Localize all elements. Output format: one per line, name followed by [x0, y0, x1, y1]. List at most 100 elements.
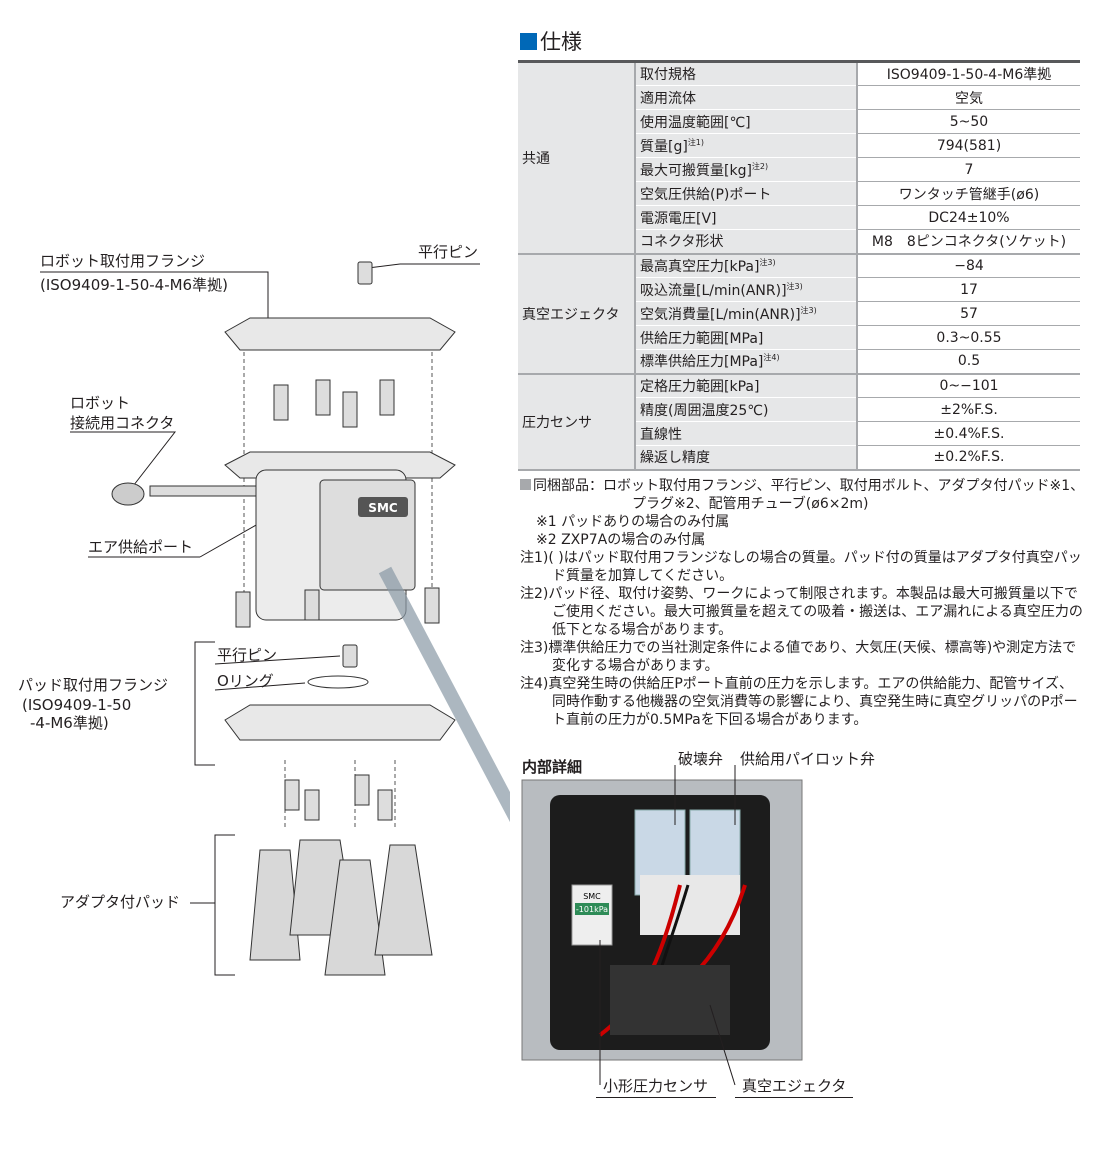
note-ref: 注3)	[786, 281, 803, 291]
note-ref: 注3)	[759, 257, 776, 267]
table-row: 質量[g]注1)794(581)	[518, 133, 1080, 158]
note-4: 注4)真空発生時の供給圧Pポート直前の圧力を示します。エアの供給能力、配管サイズ…	[520, 676, 1078, 728]
spec-label: 標準供給圧力[MPa]注4)	[634, 349, 857, 375]
label-vacuum-ejector: 真空エジェクタ	[742, 1077, 847, 1095]
label-connector: ロボット	[70, 394, 130, 412]
spec-value: ±2%F.S.	[856, 397, 1080, 422]
table-row: 適用流体空気	[518, 85, 1080, 110]
ref-note-2: ※2 ZXP7Aの場合のみ付属	[536, 532, 706, 548]
label-pad-flange: パッド取付用フランジ	[18, 676, 168, 694]
table-row: 電源電圧[V]DC24±10%	[518, 205, 1080, 230]
note-ref: 注1)	[687, 137, 705, 147]
spec-label: 定格圧力範囲[kPa]	[634, 373, 857, 398]
table-row: 直線性±0.4%F.S.	[518, 421, 1080, 446]
spec-value: 0~−101	[856, 373, 1080, 398]
table-row: 使用温度範囲[℃]5~50	[518, 109, 1080, 134]
label-pressure-sensor: 小形圧力センサ	[603, 1077, 709, 1095]
group-cell: 圧力センサ	[518, 373, 635, 471]
spec-value: ±0.2%F.S.	[856, 445, 1080, 471]
table-row: 吸込流量[L/min(ANR)]注3)17	[518, 277, 1080, 302]
gray-square-icon	[520, 479, 531, 490]
o-ring	[307, 675, 369, 689]
label-o-ring: Oリング	[217, 672, 274, 690]
table-row: 空気圧供給(P)ポートワンタッチ管継手(ø6)	[518, 181, 1080, 206]
note-ref: 注3)	[800, 305, 817, 315]
spec-label: 適用流体	[634, 85, 857, 110]
group-cell: 共通	[518, 61, 635, 255]
spec-label: 使用温度範囲[℃]	[634, 109, 857, 134]
title-square-icon	[520, 32, 537, 50]
svg-text:SMC: SMC	[583, 892, 601, 901]
robot-flange	[224, 317, 456, 351]
label-pad-flange-3: -4-M6準拠)	[30, 714, 109, 732]
spec-label: 吸込流量[L/min(ANR)]注3)	[634, 277, 857, 302]
spec-label: 空気消費量[L/min(ANR)]注3)	[634, 301, 857, 326]
label-connector-2: 接続用コネクタ	[70, 414, 174, 432]
notes: 同梱部品：ロボット取付用フランジ、平行ピン、取付用ボルト、アダプタ付パッド※1、…	[520, 477, 1085, 729]
table-row: 最大可搬質量[kg]注2)7	[518, 157, 1080, 182]
ref-note-1: ※1 パッドありの場合のみ付属	[536, 514, 730, 530]
table-row: 供給圧力範囲[MPa]0.3~0.55	[518, 325, 1080, 350]
spec-label: 直線性	[634, 421, 857, 446]
internal-detail-photo: SMC -101kPa	[521, 765, 803, 1086]
spec-label: コネクタ形状	[634, 229, 857, 255]
spec-value: 空気	[856, 85, 1080, 110]
table-row: 圧力センサ定格圧力範囲[kPa]0~−101	[518, 373, 1080, 471]
spec-label: 空気圧供給(P)ポート	[634, 181, 857, 206]
spec-value: 5~50	[856, 109, 1080, 134]
note-2: 注2)パッド径、取付け姿勢、ワークによって制限されます。本製品は最大可搬質量以下…	[520, 586, 1083, 638]
exploded-diagram: SMC ロボット取付用フランジ (ISO9409-1-50-4-M6準拠) 平行…	[18, 243, 510, 976]
spec-value: DC24±10%	[856, 205, 1080, 230]
spec-value: 794(581)	[856, 133, 1080, 158]
spec-value: −84	[856, 253, 1080, 278]
table-row: 真空エジェクタ最高真空圧力[kPa]注3)−84	[518, 253, 1080, 375]
spec-value: 57	[856, 301, 1080, 326]
table-row: 精度(周囲温度25℃)±2%F.S.	[518, 397, 1080, 422]
pad-flange	[224, 704, 456, 741]
spec-label: 最大可搬質量[kg]注2)	[634, 157, 857, 182]
spec-value: ISO9409-1-50-4-M6準拠	[856, 61, 1080, 86]
note-1: 注1)( )はパッド取付用フランジなしの場合の質量。パッド付の質量はアダプタ付真…	[520, 550, 1082, 584]
robot-connector	[111, 482, 145, 506]
spec-value: 0.5	[856, 349, 1080, 375]
label-pad-flange-2: (ISO9409-1-50	[22, 696, 131, 714]
label-robot-flange-std: (ISO9409-1-50-4-M6準拠)	[40, 276, 228, 294]
spec-label: 取付規格	[634, 61, 857, 86]
label-pilot-valve: 供給用パイロット弁	[740, 750, 876, 768]
spec-label: 最高真空圧力[kPa]注3)	[634, 253, 857, 278]
svg-text:-101kPa: -101kPa	[576, 905, 608, 914]
label-break-valve: 破壊弁	[678, 750, 724, 768]
table-row: 標準供給圧力[MPa]注4)0.5	[518, 349, 1080, 375]
spec-value: 0.3~0.55	[856, 325, 1080, 350]
spec-value: ±0.4%F.S.	[856, 421, 1080, 446]
spec-label: 電源電圧[V]	[634, 205, 857, 230]
svg-text:SMC: SMC	[368, 501, 398, 515]
spec-value: 17	[856, 277, 1080, 302]
note-3: 注3)標準供給圧力での当社測定条件による値であり、大気圧(天候、標高等)や測定方…	[520, 640, 1077, 674]
label-pin-top: 平行ピン	[418, 243, 478, 261]
detail-title: 内部詳細	[522, 758, 583, 776]
spec-label: 繰返し精度	[634, 445, 857, 471]
adapter-pads	[249, 839, 433, 976]
table-row: 繰返し精度±0.2%F.S.	[518, 445, 1080, 471]
smc-logo	[358, 497, 408, 517]
included-parts: 同梱部品：ロボット取付用フランジ、平行ピン、取付用ボルト、アダプタ付パッド※1、…	[520, 477, 1085, 513]
table-row: 空気消費量[L/min(ANR)]注3)57	[518, 301, 1080, 326]
spec-value: 7	[856, 157, 1080, 182]
label-adapter-pad: アダプタ付パッド	[60, 893, 180, 911]
spec-label: 供給圧力範囲[MPa]	[634, 325, 857, 350]
note-ref: 注2)	[751, 161, 769, 171]
spec-value: M8 8ピンコネクタ(ソケット)	[856, 229, 1080, 255]
spec-label: 質量[g]注1)	[634, 133, 857, 158]
note-ref: 注4)	[763, 353, 780, 363]
group-cell: 真空エジェクタ	[518, 253, 635, 375]
spec-label: 精度(周囲温度25℃)	[634, 397, 857, 422]
parallel-pin-top	[357, 261, 373, 285]
spec-value: ワンタッチ管継手(ø6)	[856, 181, 1080, 206]
label-air-port: エア供給ポート	[88, 538, 193, 556]
section-title: 仕様	[520, 26, 582, 56]
label-robot-flange: ロボット取付用フランジ	[40, 252, 205, 270]
